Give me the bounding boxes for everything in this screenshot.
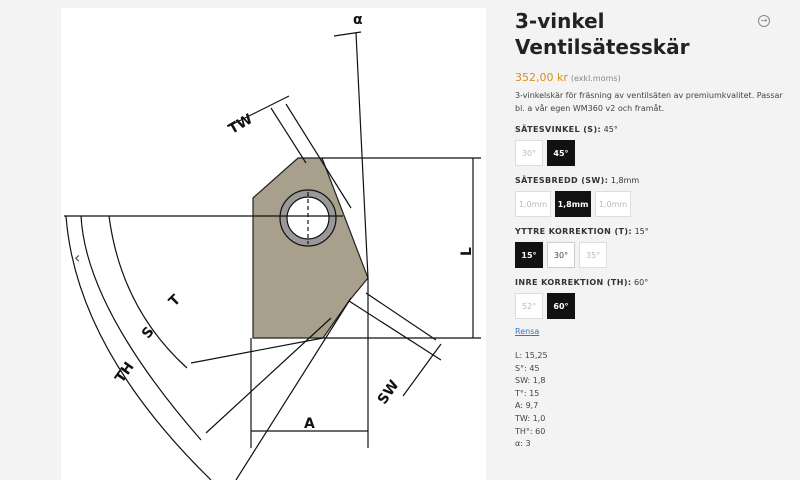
option-swatches-outer-correction: 15° 30° 35° (515, 242, 785, 268)
vat-note: (exkl.moms) (570, 74, 621, 83)
spec-list: L: 15,25 S°: 45 SW: 1,8 T°: 15 A: 9,7 TW… (515, 350, 785, 451)
swatch-30-outer[interactable]: 30° (547, 242, 575, 268)
product-price: 352,00 kr (515, 71, 568, 84)
option-label-outer-correction: YTTRE KORREKTION (T): 15° (515, 227, 649, 236)
swatch-30[interactable]: 30° (515, 140, 543, 166)
swatch-1-0mm-b[interactable]: 1,0mm (595, 191, 631, 217)
spec-s: S°: 45 (515, 363, 540, 373)
option-label-inner-correction: INRE KORREKTION (TH): 60° (515, 278, 649, 287)
chevron-left-icon[interactable]: ‹ (74, 248, 81, 267)
swatch-45[interactable]: 45° (547, 140, 575, 166)
option-label-seat-angle: SÄTESVINKEL (S): 45° (515, 125, 618, 134)
spec-alpha: α: 3 (515, 439, 531, 449)
insert-diagram: α TW L T S TH SW A (64, 12, 481, 480)
product-info: 3-vinkel Ventilsätesskär 352,00 kr(exkl.… (515, 8, 785, 451)
swatch-35[interactable]: 35° (579, 242, 607, 268)
label-a: A (304, 416, 315, 432)
label-alpha: α (353, 12, 363, 28)
swatch-52[interactable]: 52° (515, 293, 543, 319)
swatch-1-0mm[interactable]: 1,0mm (515, 191, 551, 217)
option-label-seat-width: SÄTESBREDD (SW): 1,8mm (515, 176, 640, 185)
share-icon[interactable]: → (758, 15, 770, 27)
option-swatches-seat-angle: 30° 45° (515, 140, 785, 166)
spec-l: L: 15,25 (515, 351, 548, 360)
label-l: L (459, 247, 475, 256)
product-image: α TW L T S TH SW A ‹ (61, 8, 486, 480)
option-swatches-inner-correction: 52° 60° (515, 293, 785, 319)
spec-th: TH°: 60 (515, 426, 546, 436)
swatch-1-8mm[interactable]: 1,8mm (555, 191, 591, 217)
swatch-15[interactable]: 15° (515, 242, 543, 268)
spec-sw: SW: 1,8 (515, 376, 546, 386)
swatch-60[interactable]: 60° (547, 293, 575, 319)
label-sw: SW (375, 377, 403, 407)
reset-link[interactable]: Rensa (515, 327, 540, 336)
label-s: S (139, 324, 158, 342)
label-t: T (166, 292, 184, 310)
spec-a: A: 9,7 (515, 401, 539, 411)
product-description: 3-vinkelskär för fräsning av ventilsäten… (515, 91, 783, 113)
spec-t: T°: 15 (515, 388, 540, 398)
spec-tw: TW: 1,0 (515, 413, 546, 423)
option-swatches-seat-width: 1,0mm 1,8mm 1,0mm (515, 191, 785, 217)
price-row: 352,00 kr(exkl.moms) (515, 66, 785, 84)
product-title: 3-vinkel Ventilsätesskär (515, 9, 690, 59)
